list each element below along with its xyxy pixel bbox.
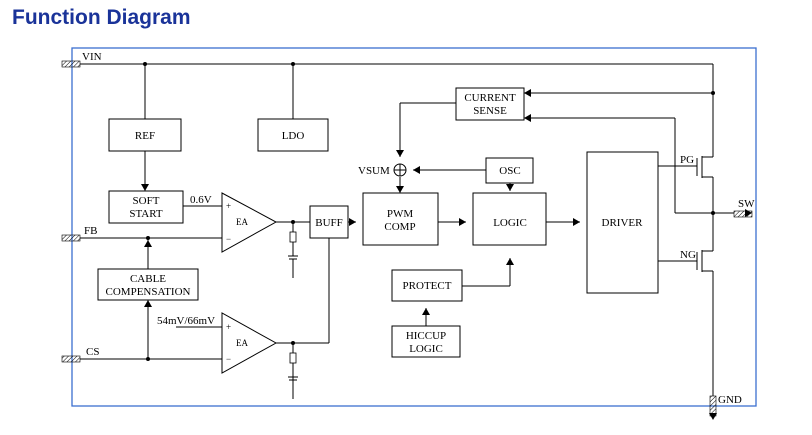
- protect-block: PROTECT: [391, 269, 463, 302]
- hiccup-logic-block: HICCUP LOGIC: [391, 325, 461, 358]
- svg-text:COMPENSATION: COMPENSATION: [106, 286, 191, 298]
- pin-sw: SW: [733, 198, 755, 218]
- ldo-block: LDO: [257, 118, 329, 152]
- pin-cs: CS: [61, 346, 99, 363]
- buff-block: BUFF: [309, 205, 349, 239]
- svg-text:PROTECT: PROTECT: [403, 280, 452, 292]
- pin-fb: FB: [61, 225, 97, 242]
- svg-text:LDO: LDO: [282, 130, 305, 142]
- svg-text:SENSE: SENSE: [473, 105, 507, 117]
- svg-text:CABLE: CABLE: [130, 273, 166, 285]
- error-amplifier-bottom: + − EA 54mV/66mV: [157, 312, 278, 374]
- chip-boundary: [71, 47, 757, 407]
- pin-gnd: GND: [709, 394, 742, 417]
- compensation-network-top: [288, 231, 298, 278]
- svg-text:0.6V: 0.6V: [190, 194, 212, 206]
- osc-block: OSC: [485, 157, 534, 184]
- svg-text:EA: EA: [236, 217, 248, 227]
- svg-text:VIN: VIN: [82, 51, 102, 63]
- svg-text:PWM: PWM: [387, 208, 414, 220]
- cable-compensation-block: CABLE COMPENSATION: [97, 268, 199, 301]
- svg-text:CS: CS: [86, 346, 99, 358]
- vsum-node: VSUM: [358, 163, 407, 177]
- svg-text:DRIVER: DRIVER: [602, 217, 644, 229]
- svg-text:OSC: OSC: [499, 165, 520, 177]
- svg-text:FB: FB: [84, 225, 97, 237]
- svg-text:BUFF: BUFF: [315, 217, 343, 229]
- svg-text:GND: GND: [718, 394, 742, 406]
- soft-start-block: SOFT START: [108, 190, 184, 224]
- svg-text:−: −: [226, 234, 231, 244]
- svg-text:START: START: [129, 208, 163, 220]
- high-side-mosfet: PG: [680, 154, 714, 180]
- svg-text:EA: EA: [236, 338, 248, 348]
- svg-text:NG: NG: [680, 249, 696, 261]
- svg-text:COMP: COMP: [384, 221, 415, 233]
- svg-text:CURRENT: CURRENT: [464, 92, 516, 104]
- svg-text:VSUM: VSUM: [358, 165, 390, 177]
- svg-text:HICCUP: HICCUP: [406, 330, 446, 342]
- arrowheads: [141, 89, 752, 420]
- svg-text:LOGIC: LOGIC: [493, 217, 527, 229]
- svg-text:SOFT: SOFT: [133, 195, 160, 207]
- low-side-mosfet: NG: [680, 248, 714, 274]
- current-sense-block: CURRENT SENSE: [455, 87, 525, 121]
- svg-text:SW: SW: [738, 198, 755, 210]
- driver-block: DRIVER: [586, 151, 659, 294]
- junction-dots: [143, 62, 715, 361]
- page-title: Function Diagram: [12, 6, 191, 29]
- logic-block: LOGIC: [472, 192, 547, 246]
- svg-text:REF: REF: [135, 130, 155, 142]
- ref-block: REF: [108, 118, 182, 152]
- svg-text:−: −: [226, 354, 231, 364]
- compensation-network-bottom: [288, 352, 298, 381]
- svg-text:PG: PG: [680, 154, 694, 166]
- svg-text:LOGIC: LOGIC: [409, 343, 443, 355]
- error-amplifier-top: + − EA 0.6V: [190, 192, 278, 253]
- pin-vin: VIN: [61, 51, 102, 68]
- pwm-comp-block: PWM COMP: [362, 192, 439, 246]
- svg-text:+: +: [226, 201, 231, 211]
- svg-text:54mV/66mV: 54mV/66mV: [157, 315, 215, 327]
- svg-text:+: +: [226, 322, 231, 332]
